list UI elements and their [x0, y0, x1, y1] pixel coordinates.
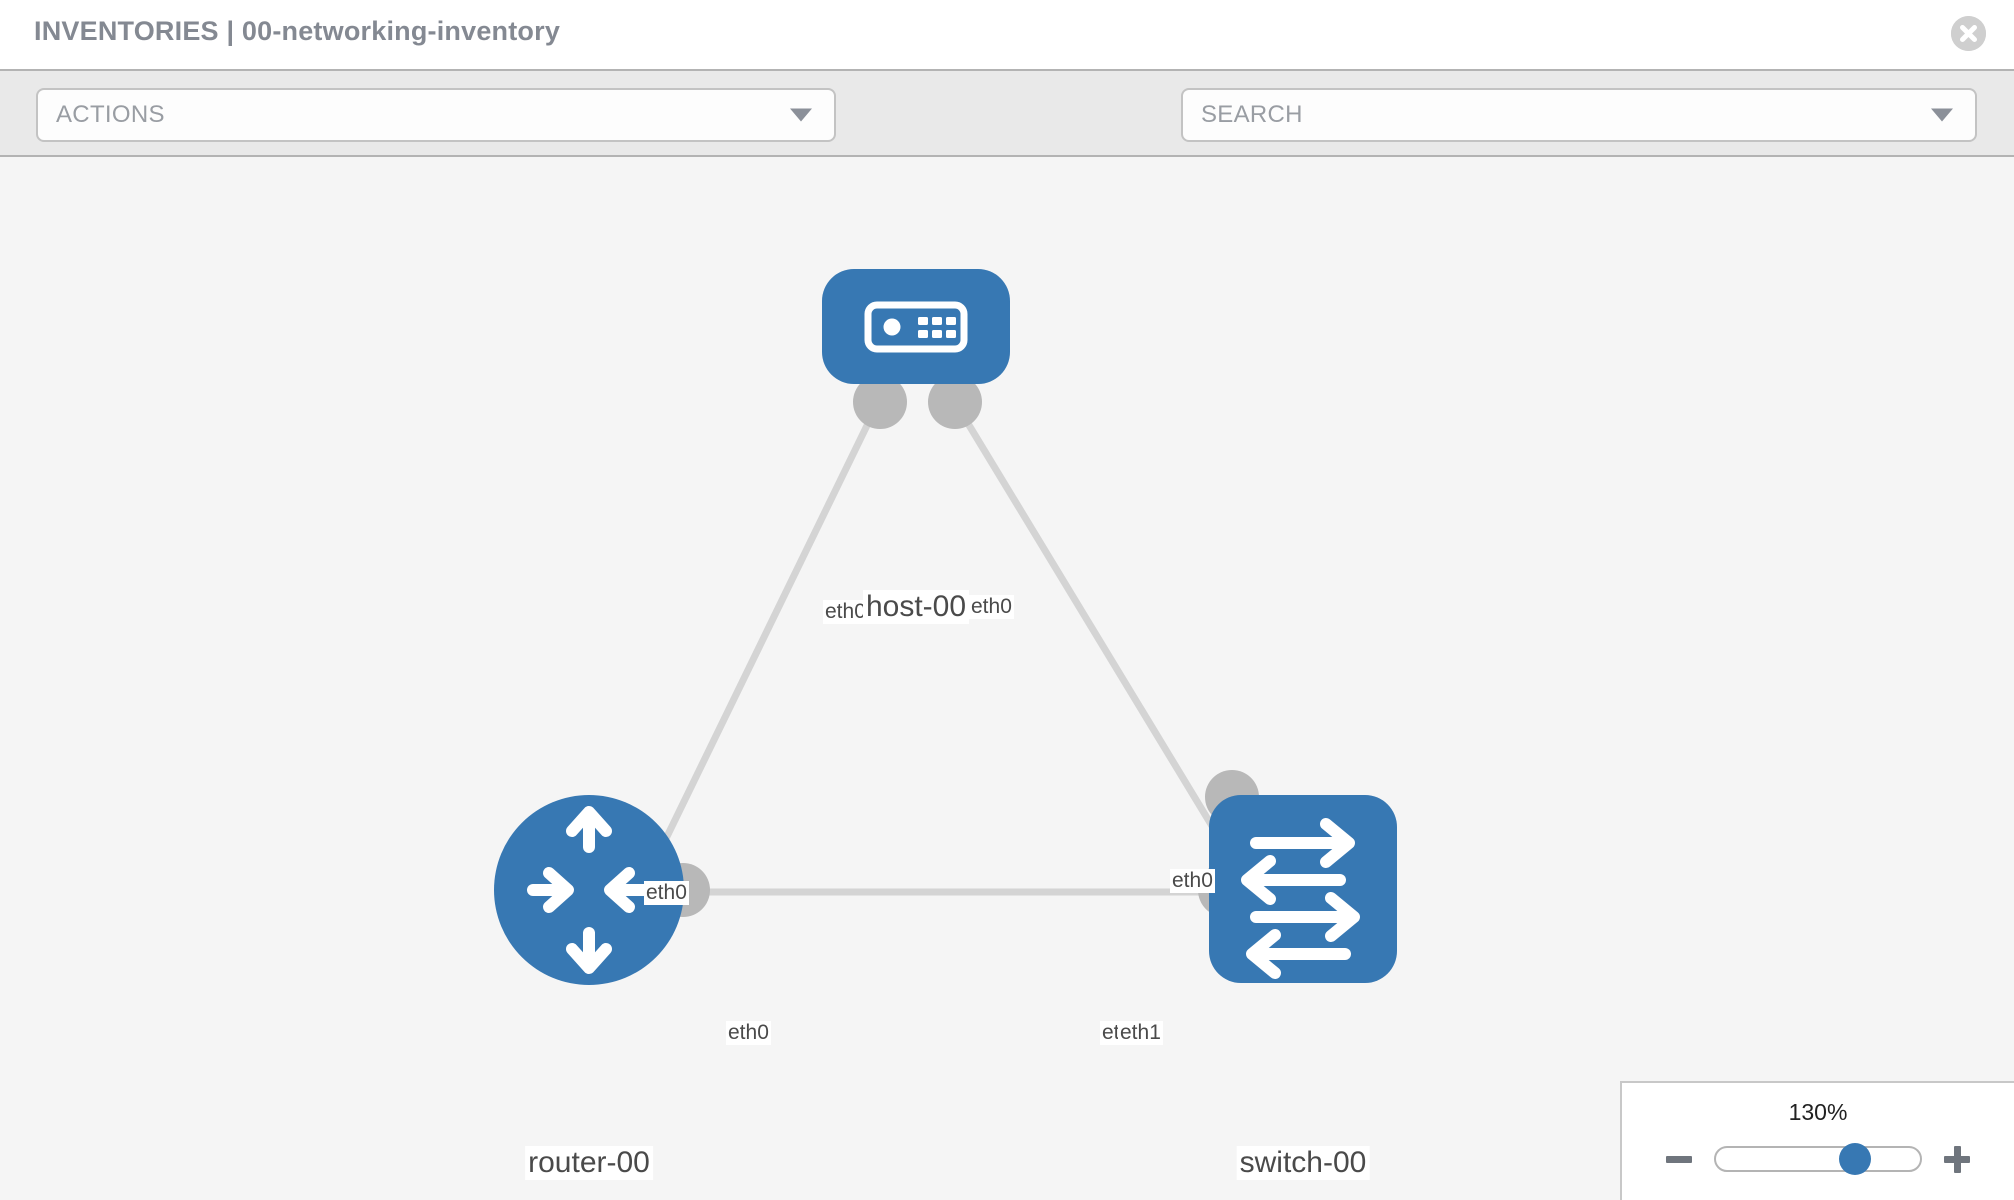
link-host00-router00 [636, 405, 880, 894]
zoom-slider-row [1622, 1139, 2014, 1179]
topology-graph [494, 269, 1397, 985]
close-icon[interactable] [1951, 16, 1986, 51]
node-router-00[interactable] [494, 795, 684, 985]
router-arrows-icon [527, 806, 651, 974]
iface-label-router00-up: eth0 [644, 881, 689, 905]
node-label-host-00: host-00 [862, 590, 970, 624]
minus-icon[interactable] [1662, 1142, 1696, 1176]
link-host00-switch00 [955, 405, 1255, 894]
interface-nub-host00-right [928, 375, 982, 429]
topology-links [636, 405, 1255, 896]
actions-dropdown-label: ACTIONS [56, 101, 165, 128]
node-label-router-00: router-00 [525, 1146, 653, 1180]
switch-arrows-icon [1241, 818, 1360, 979]
interface-nub-host00-left [853, 375, 907, 429]
iface-label-router00-right: eth0 [726, 1021, 771, 1045]
toolbar: ACTIONS SEARCH [0, 69, 2014, 197]
server-icon [864, 301, 968, 353]
zoom-level-label: 130% [1788, 1099, 1848, 1125]
zoom-control-panel: 130% [1620, 1081, 2014, 1200]
zoom-slider-thumb[interactable] [1838, 1143, 1871, 1175]
actions-dropdown[interactable]: ACTIONS [36, 88, 836, 142]
node-host-00[interactable] [822, 269, 1010, 384]
search-placeholder: SEARCH [1201, 101, 1303, 128]
page-title: INVENTORIES | 00-networking-inventory [34, 16, 561, 46]
chevron-down-icon [790, 108, 812, 122]
iface-label-switch00-left-eth1: eth1 [1118, 1021, 1163, 1045]
node-switch-00[interactable] [1209, 795, 1397, 983]
iface-label-host00-left: eth0 [823, 600, 868, 624]
node-label-switch-00: switch-00 [1236, 1146, 1370, 1180]
page-header: INVENTORIES | 00-networking-inventory [0, 0, 2014, 69]
topology-interfaces [656, 375, 1259, 917]
topology-canvas[interactable]: eth0 eth0 eth0 eth0 eth0 eth eth1 host-0… [0, 157, 2014, 1200]
plus-icon[interactable] [1940, 1142, 1974, 1176]
search-input[interactable]: SEARCH [1181, 88, 1977, 142]
chevron-down-icon [1931, 108, 1953, 122]
zoom-slider[interactable] [1714, 1143, 1922, 1175]
iface-label-switch00-up: eth0 [1170, 869, 1215, 893]
iface-label-host00-right: eth0 [969, 595, 1014, 619]
